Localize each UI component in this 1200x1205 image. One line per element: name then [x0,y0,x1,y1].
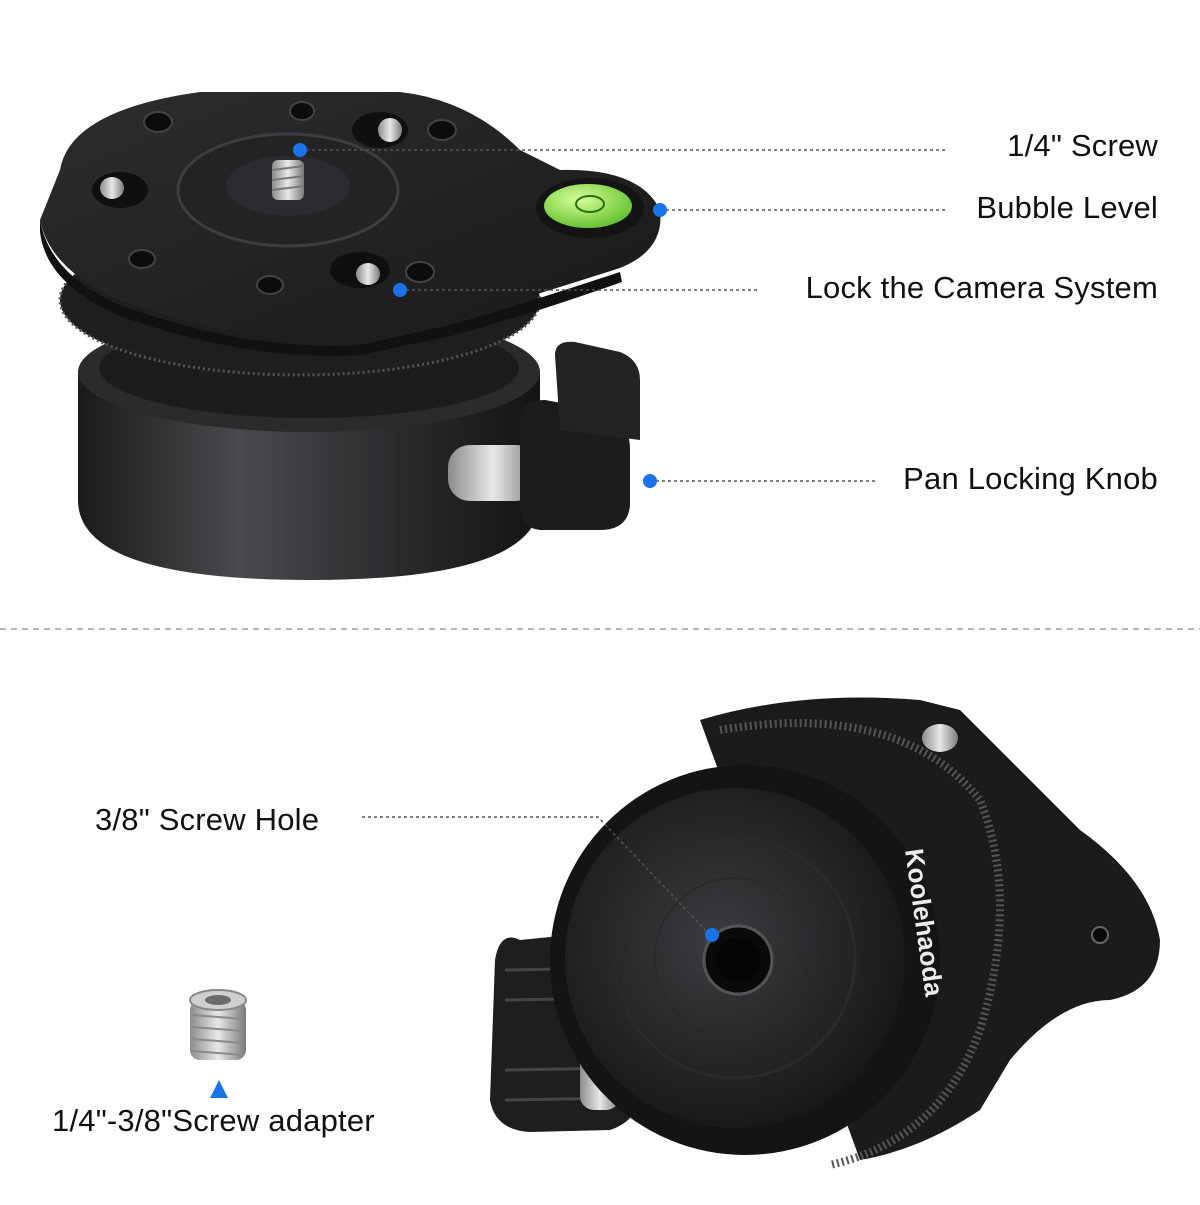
label-lock-camera: Lock the Camera System [805,270,1158,305]
triangle-pointer-icon [210,1080,228,1098]
plate-holes [128,101,457,295]
plate-edge [40,220,622,356]
label-adapter: 1/4"-3/8"Screw adapter [52,1103,375,1138]
label-quarter-screw: 1/4" Screw [1007,128,1158,163]
flange-screw [922,724,958,752]
dot-lock-camera [393,283,407,297]
bottom-knurled-ring [719,719,1004,1169]
callout-line-screw-hole [362,816,711,936]
knob-shaft [448,445,538,501]
dot-screw-hole [705,928,719,942]
lock-screw-1 [378,118,402,142]
callout-dots-top [293,143,667,488]
dot-bubble-level [653,203,667,217]
dot-pan-knob [643,474,657,488]
bubble-level-icon [544,184,632,228]
lock-screw-2 [100,177,124,199]
bottom-leveling-base [490,697,1160,1169]
lock-screw-3 [356,263,380,285]
label-bubble-level: Bubble Level [976,190,1158,225]
callout-lines-top [300,149,948,482]
dot-quarter-screw [293,143,307,157]
pan-knob-lever [555,341,640,440]
label-pan-knob: Pan Locking Knob [903,461,1158,496]
screw-adapter [189,989,247,1060]
top-leveling-base [40,92,661,580]
label-screw-hole: 3/8" Screw Hole [95,802,320,837]
